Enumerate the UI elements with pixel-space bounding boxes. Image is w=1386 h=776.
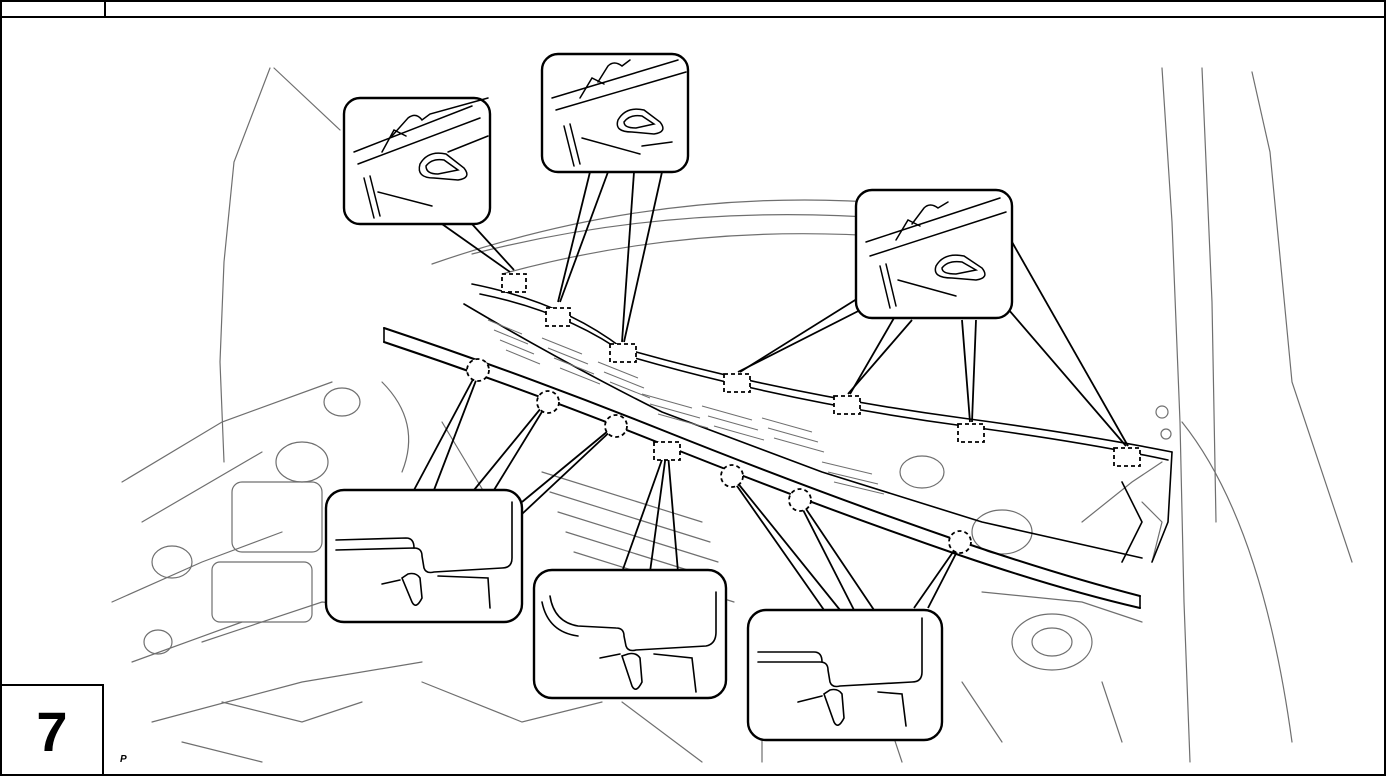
claw-detail-1 (342, 96, 492, 226)
clip-marker (788, 488, 812, 512)
clip-marker (466, 358, 490, 382)
cowl-top-panel-illustration (111, 52, 1353, 763)
claw-marker (957, 423, 985, 443)
clip-detail-1 (324, 488, 524, 624)
figure-corner-mark: P (120, 754, 127, 765)
claw-marker (545, 307, 571, 327)
claw-detail-3 (854, 188, 1014, 320)
claw-marker (723, 373, 751, 393)
clip-detail-3 (746, 608, 944, 742)
claw-marker (609, 343, 637, 363)
claw-marker (501, 273, 527, 293)
engine-bay-sketch (111, 67, 1353, 763)
claw-marker (833, 395, 861, 415)
step-number: 7 (36, 700, 68, 763)
clip-marker (720, 464, 744, 488)
clip-detail-2 (532, 568, 728, 700)
clip-location-markers (466, 358, 972, 554)
clip-marker (948, 530, 972, 554)
clip-marker (604, 414, 628, 438)
claw-marker (653, 441, 681, 461)
claw-location-markers (501, 273, 1141, 467)
cowl-top-ventilator-panel (383, 283, 1173, 609)
cowl-louver-slots (487, 319, 885, 495)
step-number-box: 7 (2, 684, 104, 774)
header-divider (104, 2, 106, 18)
claw-detail-2 (540, 52, 690, 174)
claw-marker (1113, 447, 1141, 467)
callout-leader-lines (413, 171, 1129, 611)
header-rule (2, 2, 1384, 18)
clip-marker (536, 390, 560, 414)
